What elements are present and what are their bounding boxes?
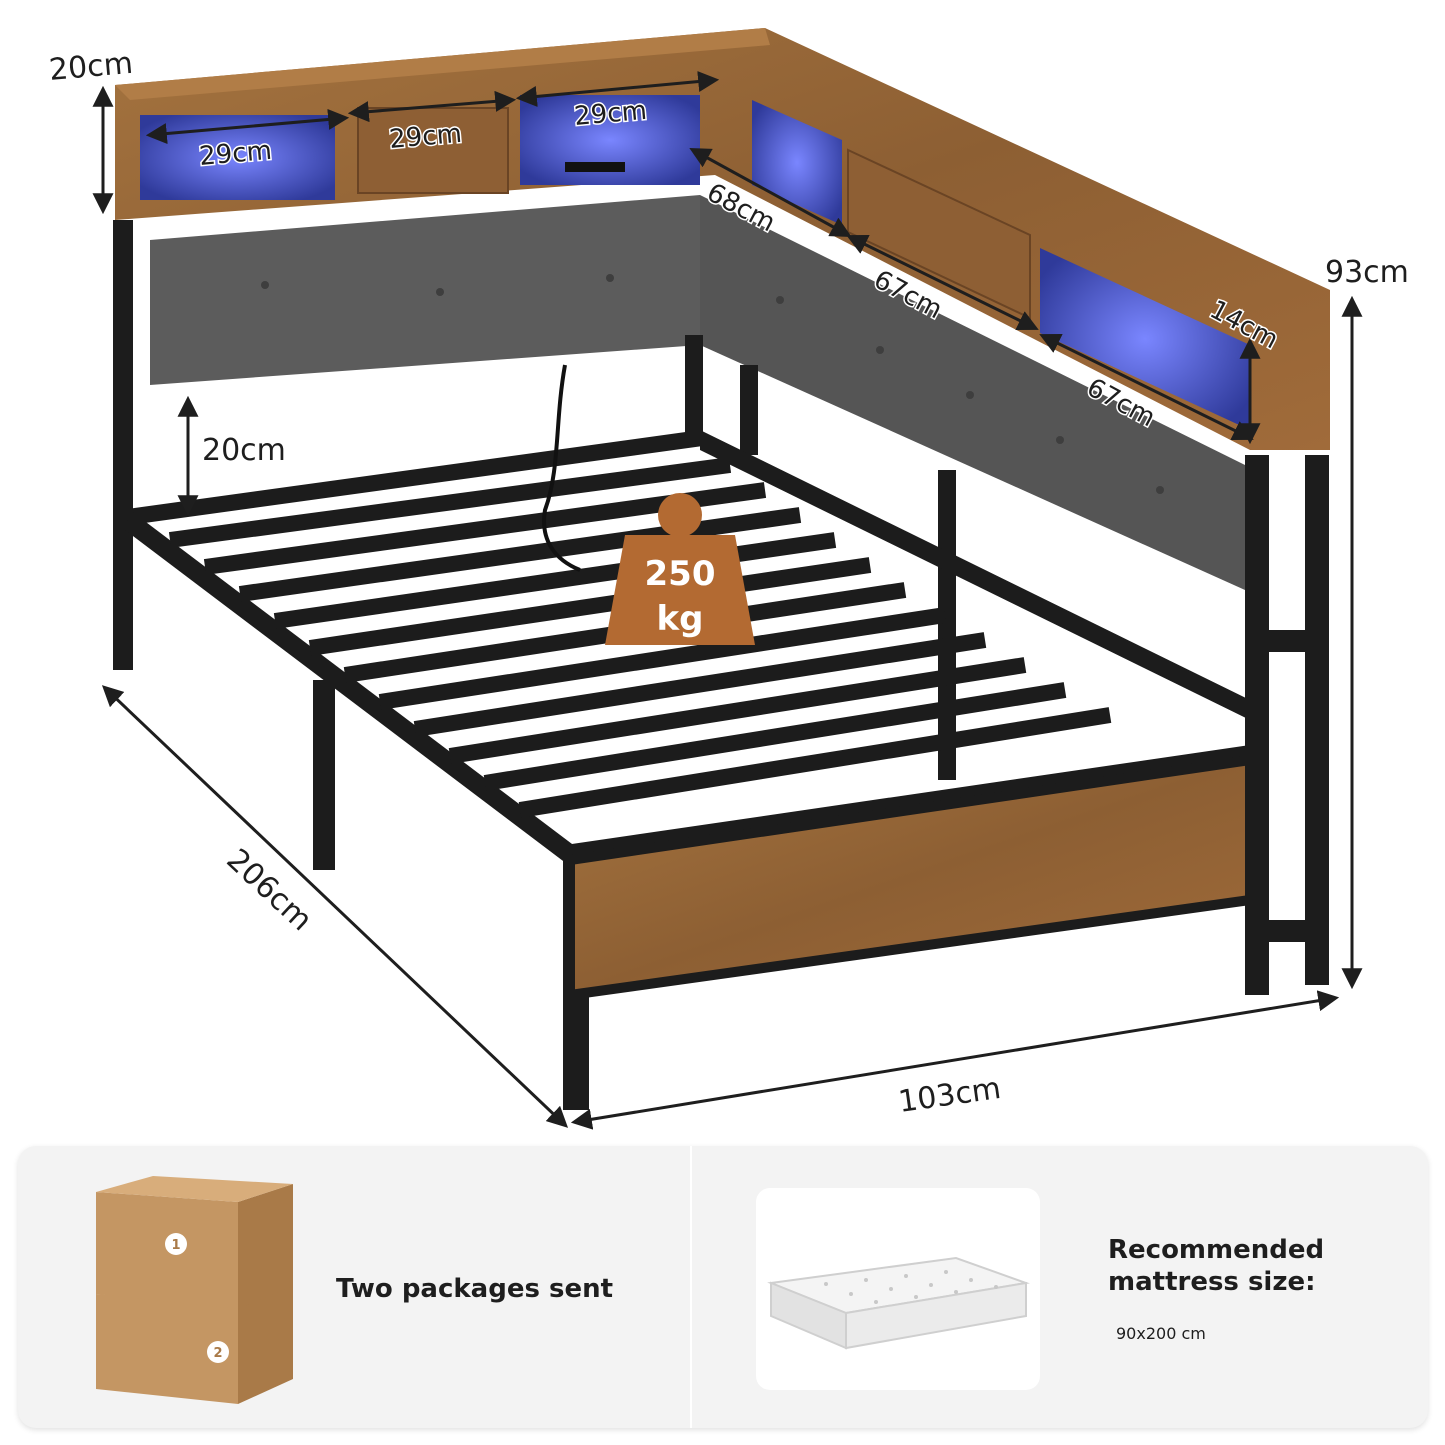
right-compartment-label: 29cm [573, 96, 648, 132]
usb-port [565, 162, 625, 172]
length-label: 206cm [220, 842, 319, 938]
left-compartment-arrow [145, 108, 350, 145]
side-section-1-arrow [689, 147, 852, 238]
power-cable [542, 364, 581, 572]
drawer-front-middle [357, 107, 509, 194]
left-compartment-label: 29cm [198, 136, 273, 172]
upholstered-headboard [150, 195, 1245, 590]
mattress-title: Recommended mattress size: [1108, 1235, 1325, 1297]
packages-label: Two packages sent [336, 1274, 614, 1304]
weight-unit: kg [657, 599, 704, 639]
bed-illustration: 250 kg 20cm 29cm 29cm 29cm 68cm 67cm 67c… [48, 28, 1409, 1130]
width-label: 103cm [896, 1071, 1003, 1120]
right-compartment-arrow [515, 71, 720, 107]
side-section-2-arrow [846, 234, 1039, 331]
middle-compartment-arrow [347, 90, 517, 123]
weight-capacity-badge: 250 kg [605, 493, 755, 645]
bed-slats [168, 457, 1112, 818]
length-arrow [101, 685, 569, 1128]
shelf-height-label: 20cm [48, 46, 135, 88]
box-2-number: 2 [213, 1346, 222, 1361]
footboard [565, 754, 1255, 1001]
mattress-icon [767, 1256, 1030, 1350]
under-bed-clearance-label: 20cm [202, 433, 286, 468]
box-1-number: 1 [171, 1238, 180, 1253]
middle-compartment-label: 29cm [388, 119, 463, 155]
info-panel: 2 1 Two packages sent Recommended mattre… [18, 1146, 1428, 1428]
side-section-3-arrow [1039, 334, 1254, 440]
box-1-badge [165, 1233, 187, 1255]
total-height-label: 93cm [1325, 255, 1409, 290]
panel-divider [690, 1146, 692, 1428]
box-2-badge [207, 1341, 229, 1363]
weight-value: 250 [645, 554, 716, 594]
mattress-size: 90x200 cm [1116, 1324, 1206, 1343]
width-arrow [570, 990, 1340, 1130]
package-boxes-icon: 2 1 [96, 1176, 293, 1404]
mattress-image-card [756, 1188, 1040, 1390]
